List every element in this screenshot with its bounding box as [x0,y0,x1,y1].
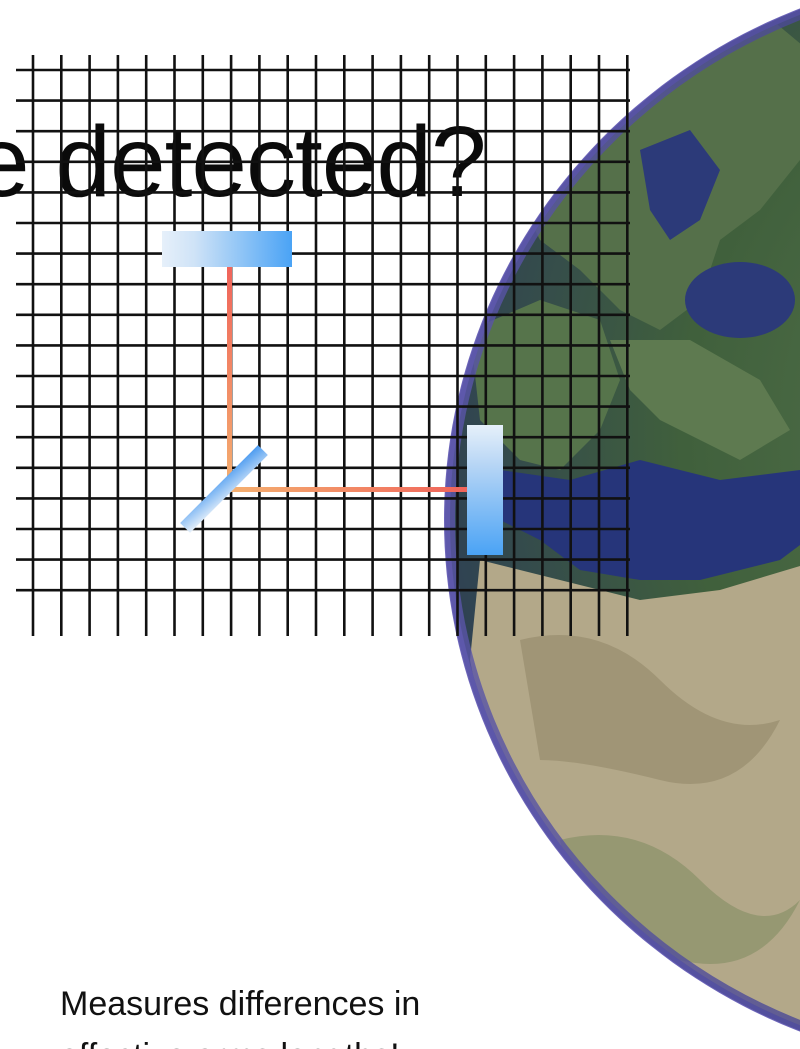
caption-line-2: effective arms lengths! [60,1030,420,1049]
spacetime-grid [16,55,630,636]
slide-caption: Measures differences in effective arms l… [60,978,420,1049]
land-africa-texture [520,635,780,784]
laser-beam-horizontal [230,487,470,492]
caption-line-1: Measures differences in [60,985,421,1023]
beam-splitter [180,445,268,533]
land-iberia [470,300,620,470]
mirror-right [467,425,503,555]
laser-beam-vertical [227,262,232,492]
sea-baltic [640,130,720,240]
earth-shadow-edge [445,9,800,1031]
mirror-top [162,231,292,267]
sea-black [685,262,795,338]
land-balkans [610,340,790,460]
sea-mediterranean [500,460,800,580]
